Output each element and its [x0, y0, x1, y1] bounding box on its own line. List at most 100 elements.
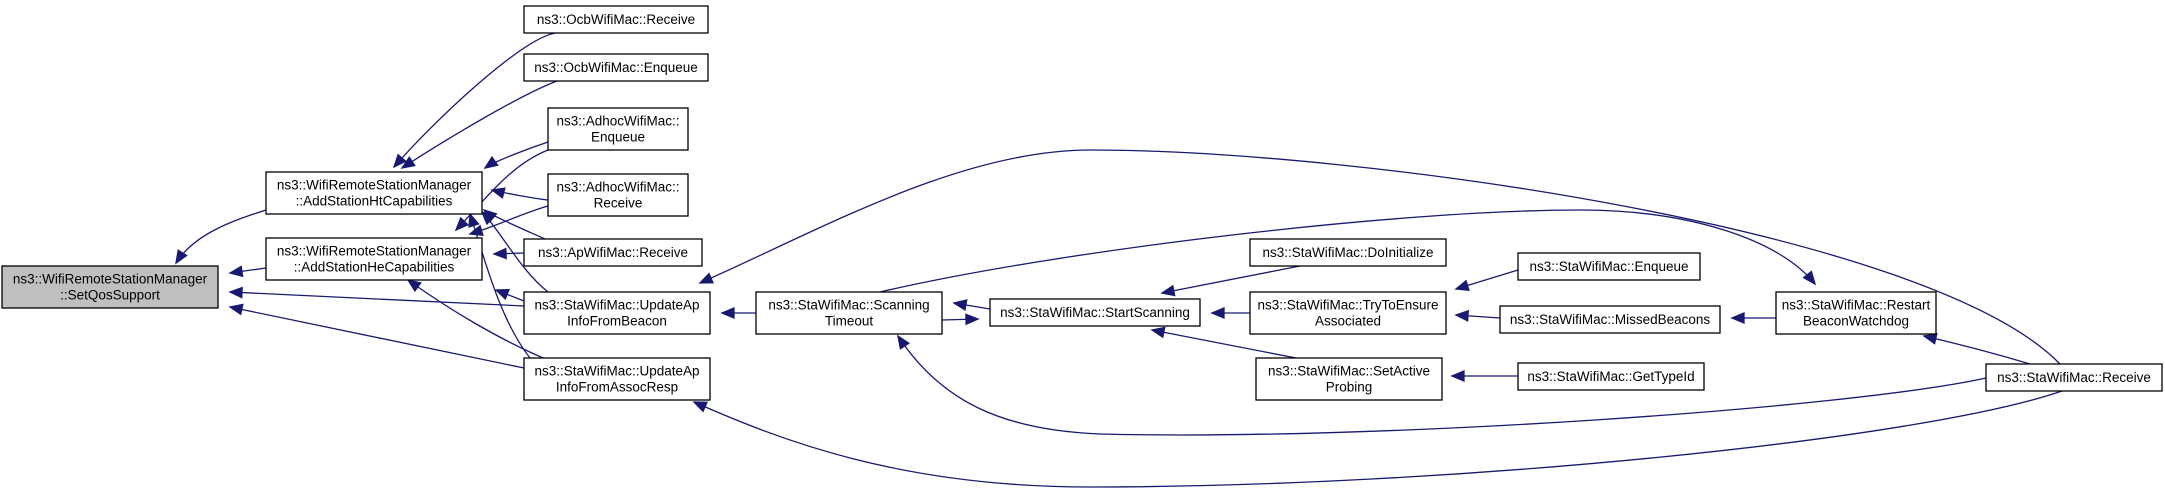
node-addhe[interactable]: ns3::WifiRemoteStationManager::AddStatio…	[265, 237, 483, 281]
node-label: ns3::StaWifiMac::GetTypeId	[1527, 369, 1694, 384]
node-label: ns3::OcbWifiMac::Receive	[537, 12, 695, 27]
edge-arrowhead	[468, 224, 484, 237]
node-box	[265, 171, 483, 215]
node-label: ns3::StaWifiMac::DoInitialize	[1262, 245, 1433, 260]
edge-addhe-to-setqos	[228, 265, 267, 278]
node-label: InfoFromAssocResp	[556, 380, 678, 395]
node-label: ns3::StaWifiMac::Scanning	[768, 298, 929, 313]
edge-ocbrecv-to-addht	[392, 32, 556, 169]
edge-arrowhead	[1150, 326, 1166, 339]
node-label: ns3::StaWifiMac::UpdateAp	[534, 364, 699, 379]
edge-line	[393, 32, 556, 168]
node-box	[1499, 305, 1721, 334]
edge-starecv-to-scantimeout	[897, 334, 1987, 436]
node-ocbenq[interactable]: ns3::OcbWifiMac::Enqueue	[523, 53, 709, 82]
edge-arrowhead	[1454, 309, 1470, 322]
edge-arrowhead	[1160, 284, 1176, 297]
edge-arrowhead	[400, 156, 416, 169]
node-box	[523, 357, 711, 401]
edge-line	[407, 279, 549, 361]
edge-arrowhead	[1454, 279, 1470, 292]
node-box	[1255, 357, 1443, 401]
node-label: ns3::OcbWifiMac::Enqueue	[534, 60, 698, 75]
edge-arrowhead	[468, 212, 480, 228]
node-label: ns3::WifiRemoteStationManager	[277, 244, 472, 259]
edge-line	[229, 291, 525, 307]
node-label: InfoFromBeacon	[567, 314, 667, 329]
node-gettypeid[interactable]: ns3::StaWifiMac::GetTypeId	[1517, 362, 1705, 391]
edge-arrowhead	[1450, 370, 1465, 382]
edge-arrowhead	[698, 272, 714, 284]
edge-doinit-to-startscan	[1160, 265, 1301, 297]
node-label: ns3::AdhocWifiMac::	[556, 180, 679, 195]
node-label: Probing	[1326, 380, 1373, 395]
node-label: ns3::StaWifiMac::Restart	[1782, 298, 1931, 313]
edge-trytoensure-to-startscan	[1210, 307, 1250, 319]
node-box	[523, 53, 709, 82]
node-label: Receive	[594, 196, 643, 211]
node-box	[1775, 291, 1937, 335]
edge-line	[455, 149, 549, 231]
node-setqos[interactable]: ns3::WifiRemoteStationManager::SetQosSup…	[1, 265, 219, 309]
edge-arrowhead	[1922, 332, 1938, 345]
edge-starecv-to-updassoc	[692, 390, 2063, 488]
node-updassoc[interactable]: ns3::StaWifiMac::UpdateApInfoFromAssocRe…	[523, 357, 711, 401]
edge-arrowhead	[494, 289, 510, 301]
node-box	[1, 265, 219, 309]
node-aprecv[interactable]: ns3::ApWifiMac::Receive	[523, 238, 703, 267]
edge-starecv-to-updbeacon	[698, 149, 2061, 365]
node-staenq[interactable]: ns3::StaWifiMac::Enqueue	[1517, 252, 1701, 281]
node-label: ns3::StaWifiMac::MissedBeacons	[1510, 312, 1711, 327]
node-box	[523, 238, 703, 267]
edge-scantimeout-to-restart	[879, 209, 1817, 293]
node-ocbrecv[interactable]: ns3::OcbWifiMac::Receive	[523, 5, 709, 34]
edge-arrowhead	[392, 153, 407, 169]
node-doinit[interactable]: ns3::StaWifiMac::DoInitialize	[1249, 238, 1447, 267]
node-label: ns3::ApWifiMac::Receive	[538, 245, 688, 260]
edge-updassoc-to-addhe	[406, 279, 549, 361]
node-label: ns3::StaWifiMac::StartScanning	[1000, 305, 1190, 320]
node-box	[523, 5, 709, 34]
edge-staenq-to-trytoensure	[1454, 269, 1519, 292]
edge-updbeacon-to-addht	[480, 210, 549, 293]
edge-arrowhead	[454, 216, 470, 232]
node-label: ns3::WifiRemoteStationManager	[13, 272, 208, 287]
node-startscan[interactable]: ns3::StaWifiMac::StartScanning	[989, 298, 1201, 327]
edge-starecv-to-restart	[1922, 332, 2031, 365]
edge-line	[1161, 265, 1301, 294]
node-label: ns3::StaWifiMac::Enqueue	[1529, 259, 1688, 274]
node-adhocrecv[interactable]: ns3::AdhocWifiMac::Receive	[547, 173, 689, 217]
edge-setactive-to-startscan	[1150, 326, 1297, 359]
edge-arrowhead	[228, 265, 244, 278]
node-label: ns3::StaWifiMac::SetActive	[1268, 364, 1430, 379]
edge-arrowhead	[965, 313, 980, 326]
edge-adhocenq-to-addhe	[454, 149, 549, 232]
edge-line	[879, 209, 1816, 293]
edge-adhocenq-to-addht	[483, 141, 549, 169]
node-box	[1517, 362, 1705, 391]
edge-arrowhead	[228, 303, 244, 316]
nodes-layer: ns3::WifiRemoteStationManager::SetQosSup…	[1, 5, 2163, 401]
node-label: Associated	[1315, 314, 1381, 329]
edge-adhocrecv-to-addhe	[468, 205, 549, 237]
node-box	[755, 291, 943, 335]
node-adhocenq[interactable]: ns3::AdhocWifiMac::Enqueue	[547, 107, 689, 151]
edge-arrowhead	[1730, 312, 1745, 324]
edge-arrowhead	[483, 155, 499, 169]
edge-arrowhead	[1802, 270, 1817, 286]
node-missed[interactable]: ns3::StaWifiMac::MissedBeacons	[1499, 305, 1721, 334]
node-box	[1517, 252, 1701, 281]
edge-arrowhead	[492, 247, 507, 260]
node-label: ns3::StaWifiMac::Receive	[1997, 370, 2151, 385]
node-box	[989, 298, 1201, 327]
node-starecv[interactable]: ns3::StaWifiMac::Receive	[1985, 363, 2163, 392]
node-addht[interactable]: ns3::WifiRemoteStationManager::AddStatio…	[265, 171, 483, 215]
node-label: Enqueue	[591, 130, 645, 145]
edge-line	[401, 80, 558, 169]
